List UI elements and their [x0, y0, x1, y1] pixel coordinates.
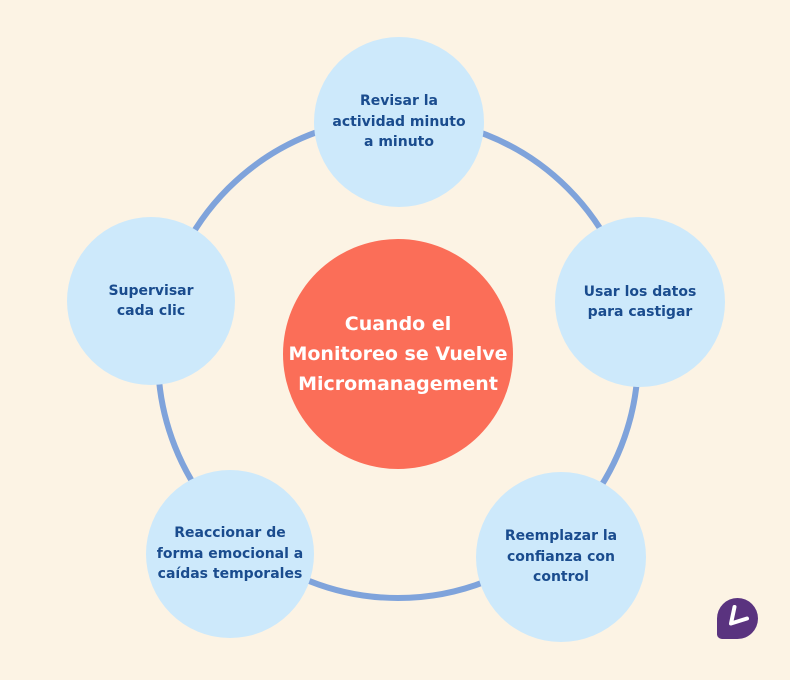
node-label: Supervisar cada clic [108, 282, 194, 320]
node-label: Revisar la actividad minuto a minuto [332, 93, 466, 151]
clock-hands-icon [729, 605, 749, 626]
node-revisar-actividad: Revisar la actividad minuto a minuto [314, 37, 484, 207]
node-label: Reaccionar de forma emocional a caídas t… [156, 525, 304, 583]
node-label: Usar los datos para castigar [583, 283, 697, 321]
node-label: Reemplazar la confianza con control [504, 528, 618, 586]
node-supervisar-clic: Supervisar cada clic [67, 217, 235, 385]
node-reaccionar-emocional: Reaccionar de forma emocional a caídas t… [146, 470, 314, 638]
node-usar-datos: Usar los datos para castigar [555, 217, 725, 387]
center-node-title: Cuando el Monitoreo se Vuelve Micromanag… [283, 239, 513, 469]
toggl-track-logo [717, 598, 758, 639]
node-reemplazar-confianza: Reemplazar la confianza con control [476, 472, 646, 642]
center-title: Cuando el Monitoreo se Vuelve Micromanag… [288, 313, 508, 395]
